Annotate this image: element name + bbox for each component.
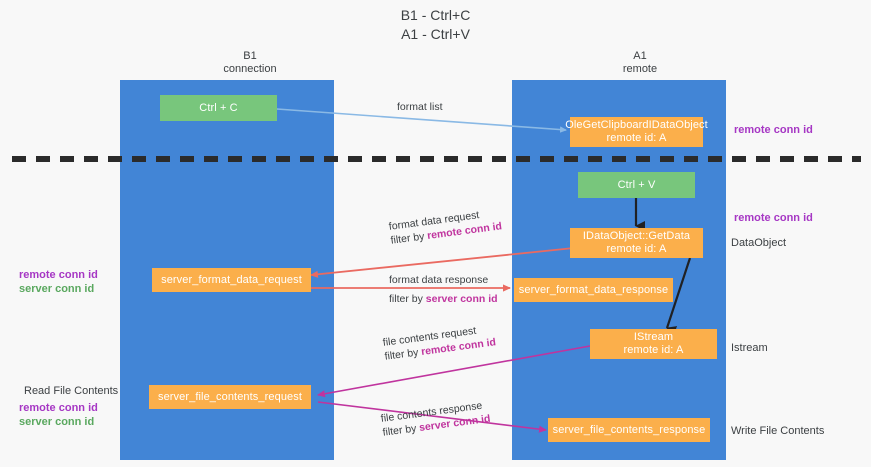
edge-label-fdresp-key: server conn id	[425, 293, 498, 305]
column-header-b1-name: B1	[243, 50, 257, 62]
column-header-a1-name: A1	[633, 50, 647, 62]
node-idataobject-line2: remote id: A	[606, 132, 667, 144]
node-server-file-contents-response-label: server_file_contents_response	[552, 423, 706, 436]
annotation-dataobject: DataObject	[731, 237, 787, 249]
node-getdata-line1: IDataObject::GetData	[582, 230, 691, 242]
annotation-left-keys-bottom-green: server conn id	[19, 416, 95, 428]
edge-label-format-list-text: format list	[397, 101, 443, 113]
annotation-left-keys-mid-purple: remote conn id	[19, 269, 98, 281]
edge-label-format-data-response-line1: format data response	[389, 274, 489, 286]
node-getdata-line2: remote id: A	[606, 243, 667, 255]
node-server-format-data-response[interactable]: server_format_data_response	[514, 278, 673, 302]
arrow-file-contents-response	[317, 401, 547, 433]
section-divider	[12, 156, 861, 162]
annotation-left-keys-mid-green: server conn id	[19, 283, 95, 295]
annotation-left-keys-bottom-purple: remote conn id	[19, 402, 98, 414]
node-ctrl-c[interactable]: Ctrl + C	[160, 95, 277, 121]
node-server-format-data-request-label: server_format_data_request	[161, 273, 302, 286]
column-header-b1: B1 connection	[155, 50, 345, 76]
column-header-b1-role: connection	[223, 63, 277, 75]
node-server-file-contents-request[interactable]: server_file_contents_request	[149, 385, 311, 409]
node-server-format-data-request[interactable]: server_format_data_request	[152, 268, 311, 292]
annotation-remote-conn-id-mid: remote conn id	[734, 212, 813, 224]
column-header-a1: A1 remote	[545, 50, 735, 76]
node-istream-line2: remote id: A	[623, 344, 684, 356]
node-server-file-contents-response[interactable]: server_file_contents_response	[548, 418, 710, 442]
node-istream[interactable]: IStream remote id: A	[590, 329, 717, 359]
title-line-2: A1 - Ctrl+V	[401, 26, 470, 42]
annotation-write-file-contents: Write File Contents	[731, 425, 825, 437]
node-ctrl-v[interactable]: Ctrl + V	[578, 172, 695, 198]
edge-label-format-data-response: format data response filter by server co…	[389, 273, 498, 306]
column-header-a1-role: remote	[622, 63, 658, 75]
node-server-file-contents-request-label: server_file_contents_request	[157, 390, 303, 403]
arrow-getdata-to-istream	[665, 257, 692, 336]
node-idataobject-line1: OleGetClipboardIDataObject	[565, 119, 708, 131]
arrow-format-data-request	[310, 247, 575, 278]
edge-label-fdresp-prefix: filter by	[389, 293, 426, 305]
annotation-istream: Istream	[731, 342, 768, 354]
annotation-read-file-contents: Read File Contents	[24, 385, 119, 397]
annotation-left-keys-mid: remote conn id server conn id	[19, 268, 98, 296]
node-server-format-data-response-label: server_format_data_response	[518, 283, 669, 296]
arrow-file-contents-request	[317, 345, 591, 398]
node-ctrl-v-label: Ctrl + V	[617, 178, 656, 191]
edge-label-format-data-response-line2: filter by server conn id	[389, 292, 498, 306]
title-line-1: B1 - Ctrl+C	[400, 7, 471, 23]
node-ctrl-c-label: Ctrl + C	[199, 101, 238, 114]
node-idataobject[interactable]: OleGetClipboardIDataObject remote id: A	[565, 117, 708, 147]
edge-label-format-list: format list	[397, 100, 443, 114]
annotation-remote-conn-id-top: remote conn id	[734, 124, 813, 136]
annotation-left-keys-bottom: remote conn id server conn id	[19, 401, 98, 429]
node-istream-line1: IStream	[633, 331, 674, 343]
node-idataobject-getdata[interactable]: IDataObject::GetData remote id: A	[570, 228, 703, 258]
arrow-format-list	[276, 108, 567, 133]
page-title: B1 - Ctrl+C A1 - Ctrl+V	[0, 6, 871, 44]
